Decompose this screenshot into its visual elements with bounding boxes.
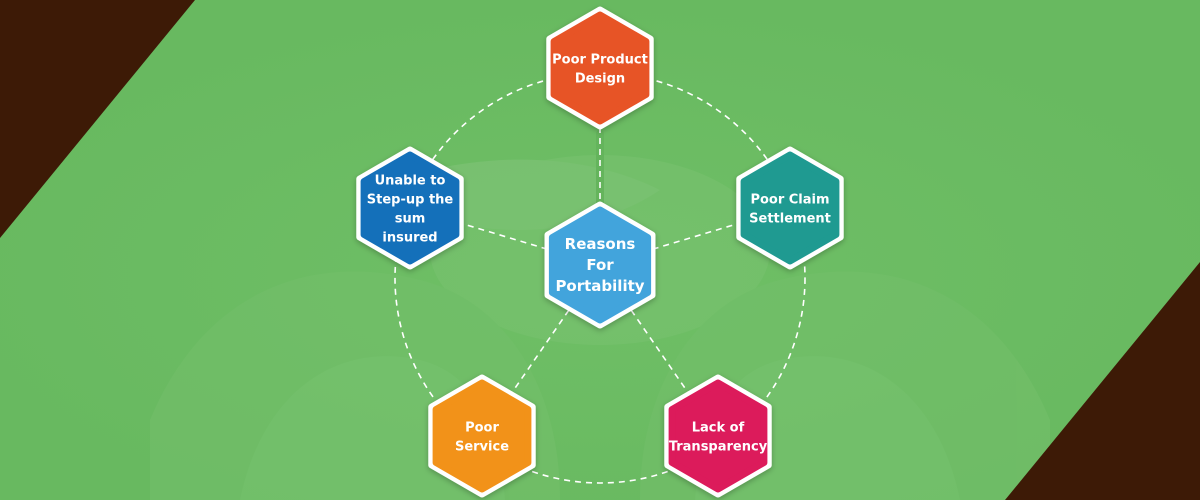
hexagon-fill [550,11,650,125]
node-label-line: Transparency [669,440,768,455]
hexagon-fill [548,206,652,324]
node-label-line: Poor Product [552,53,648,68]
node-label-line: Unable to [375,174,446,189]
node-label-line: Portability [555,277,644,295]
hexagon-fill [360,151,460,265]
hexagon-fill [432,379,532,493]
node-unable-to-step-up: Unable to Step-up the sum insured [356,146,464,270]
hexagon-fill [740,151,840,265]
node-label-line: Settlement [749,212,831,227]
dashed-orbit-ring [394,72,806,484]
node-label-line: Poor Claim [750,193,829,208]
node-label-line: sum [395,212,426,227]
node-label-line: Lack of [692,421,745,436]
node-lack-of-transparency: Lack of Transparency [664,374,772,498]
bottom-right-corner-decoration [1005,262,1200,500]
node-label-line: Reasons [565,235,636,253]
node-label-line: For [586,256,614,274]
node-label-line: Step-up the [367,193,454,208]
node-label-line: Service [455,440,509,455]
node-label-line: Poor [465,421,499,436]
node-label-line: insured [382,231,437,246]
hexagon-fill [668,379,768,493]
node-label-line: Design [575,72,625,87]
top-left-corner-decoration [0,0,195,238]
